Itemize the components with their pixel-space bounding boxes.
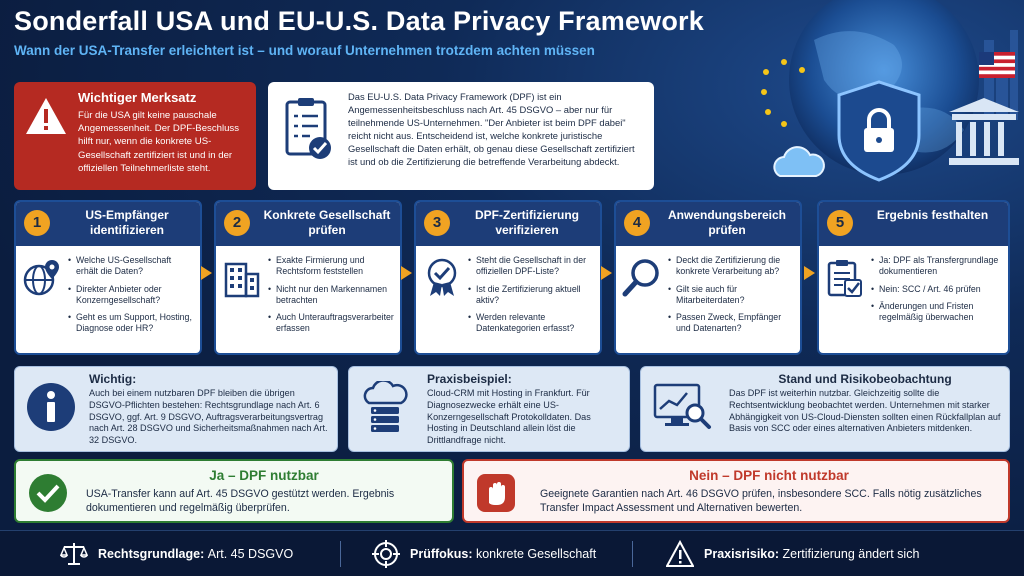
step-bullet: Nicht nur den Markennamen betrachten: [268, 284, 394, 307]
arrow-right-icon: [601, 266, 612, 280]
merksatz-title: Wichtiger Merksatz: [78, 90, 197, 105]
footer-item-prueffokus: Prüffokus: konkrete Gesellschaft: [372, 539, 596, 569]
certificate-badge-icon: [427, 258, 457, 296]
step-bullet: Direkter Anbieter oder Konzerngesellscha…: [68, 284, 194, 307]
magnifier-icon: [622, 259, 659, 297]
step-number: 3: [424, 210, 450, 236]
step-title: Ergebnis festhalten: [876, 208, 989, 222]
step-3-card: 3 DPF-Zertifizierung verifizieren Steht …: [414, 200, 602, 355]
stand-title: Stand und Risikobeobachtung: [778, 372, 952, 386]
arrow-right-icon: [804, 266, 815, 280]
step-1-card: 1 US-Empfänger identifizieren Welche US-…: [14, 200, 202, 355]
step-bullet: Werden relevante Datenkategorien erfasst…: [468, 312, 594, 335]
step-number: 2: [224, 210, 250, 236]
ja-box: Ja – DPF nutzbar USA-Transfer kann auf A…: [14, 459, 454, 523]
footer-separator: [340, 541, 341, 567]
header: Sonderfall USA und EU-U.S. Data Privacy …: [14, 6, 714, 58]
ja-text: USA-Transfer kann auf Art. 45 DSGVO gest…: [86, 488, 395, 515]
page-subtitle: Wann der USA-Transfer erleichtert ist – …: [14, 43, 595, 58]
praxisbeispiel-title: Praxisbeispiel:: [427, 372, 512, 386]
step-title: Anwendungsbereich prüfen: [667, 208, 786, 237]
step-number: 5: [827, 210, 853, 236]
footer-item-praxisrisiko: Praxisrisiko: Zertifizierung ändert sich: [666, 539, 919, 569]
step-4-card: 4 Anwendungsbereich prüfen Deckt die Zer…: [614, 200, 802, 355]
step-bullet: Ist die Zertifizierung aktuell aktiv?: [468, 284, 594, 307]
nein-title: Nein – DPF nicht nutzbar: [689, 468, 849, 483]
scales-icon: [60, 543, 88, 565]
step-number: 1: [24, 210, 50, 236]
step-title: DPF-Zertifizierung verifizieren: [475, 208, 579, 237]
info-icon: [27, 383, 75, 431]
stand-box: Stand und Risikobeobachtung Das DPF ist …: [640, 366, 1010, 452]
crosshair-icon: [372, 540, 400, 568]
wichtig-box: Wichtig: Auch bei einem nutzbaren DPF bl…: [14, 366, 338, 452]
step-bullet: Steht die Gesellschaft in der offizielle…: [468, 255, 594, 278]
cloud-server-icon: [363, 381, 408, 432]
step-2-header: 2 Konkrete Gesellschaft prüfen: [216, 202, 400, 246]
step-bullet: Geht es um Support, Hosting, Diagnose od…: [68, 312, 194, 335]
step-bullet: Gilt sie auch für Mitarbeiterdaten?: [668, 284, 794, 307]
step-5-card: 5 Ergebnis festhalten Ja: DPF als Transf…: [817, 200, 1010, 355]
wichtig-title: Wichtig:: [89, 372, 137, 386]
step-bullet: Änderungen und Fristen regelmäßig überwa…: [871, 301, 1002, 324]
merksatz-text: Für die USA gilt keine pauschale Angemes…: [78, 110, 240, 174]
step-bullet: Ja: DPF als Transfergrundlage dokumentie…: [871, 255, 1002, 278]
footer-label: Praxisrisiko:: [704, 547, 780, 561]
dpf-explanation-box: Das EU-U.S. Data Privacy Framework (DPF)…: [268, 82, 654, 190]
document-check-icon: [285, 98, 331, 159]
stand-text: Das DPF ist weiterhin nutzbar. Gleichzei…: [729, 388, 1001, 434]
arrow-right-icon: [201, 266, 212, 280]
ja-title: Ja – DPF nutzbar: [209, 468, 319, 483]
step-5-header: 5 Ergebnis festhalten: [819, 202, 1008, 246]
step-bullet: Deckt die Zertifizierung die konkrete Ve…: [668, 255, 794, 278]
page-title: Sonderfall USA und EU-U.S. Data Privacy …: [14, 6, 704, 36]
nein-box: Nein – DPF nicht nutzbar Geeignete Garan…: [462, 459, 1010, 523]
wichtig-text: Auch bei einem nutzbaren DPF bleiben die…: [89, 388, 328, 446]
footer-bar: Rechtsgrundlage: Art. 45 DSGVO Prüffokus…: [0, 530, 1024, 576]
stop-hand-icon: [477, 474, 515, 512]
footer-label: Prüffokus:: [410, 547, 473, 561]
step-bullet: Welche US-Gesellschaft erhält die Daten?: [68, 255, 194, 278]
footer-item-rechtsgrundlage: Rechtsgrundlage: Art. 45 DSGVO: [60, 539, 293, 569]
merksatz-box: Wichtiger Merksatz Für die USA gilt kein…: [14, 82, 256, 190]
nein-text: Geeignete Garantien nach Art. 46 DSGVO p…: [540, 488, 982, 515]
arrow-right-icon: [401, 266, 412, 280]
step-bullet: Auch Unterauftragsverarbeiter erfassen: [268, 312, 394, 335]
footer-value: Art. 45 DSGVO: [207, 547, 294, 561]
checklist-icon: [827, 260, 862, 297]
footer-separator: [632, 541, 633, 567]
step-title: Konkrete Gesellschaft prüfen: [263, 208, 391, 237]
praxisbeispiel-box: Praxisbeispiel: Cloud-CRM mit Hosting in…: [348, 366, 630, 452]
step-bullet: Nein: SCC / Art. 46 prüfen: [871, 284, 1002, 296]
monitor-chart-magnifier-icon: [653, 383, 711, 429]
warning-icon: [666, 540, 694, 567]
step-number: 4: [624, 210, 650, 236]
dpf-explanation-text: Das EU-U.S. Data Privacy Framework (DPF)…: [348, 91, 635, 167]
check-circle-icon: [29, 474, 67, 512]
footer-value: konkrete Gesellschaft: [475, 547, 597, 561]
footer-value: Zertifizierung ändert sich: [782, 547, 920, 561]
step-title: US-Empfänger identifizieren: [85, 208, 169, 237]
step-1-header: 1 US-Empfänger identifizieren: [16, 202, 200, 246]
step-4-header: 4 Anwendungsbereich prüfen: [616, 202, 800, 246]
globe-pin-icon: [23, 260, 59, 296]
building-icon: [224, 262, 260, 298]
footer-label: Rechtsgrundlage:: [98, 547, 205, 561]
globe-eu-stars-shield-illustration: [761, 0, 1019, 182]
step-3-header: 3 DPF-Zertifizierung verifizieren: [416, 202, 600, 246]
praxisbeispiel-text: Cloud-CRM mit Hosting in Frankfurt. Für …: [427, 388, 591, 446]
step-bullet: Exakte Firmierung und Rechtsform festste…: [268, 255, 394, 278]
step-bullet: Passen Zweck, Empfänger und Datenarten?: [668, 312, 794, 335]
warning-triangle-icon: [26, 98, 66, 134]
step-2-card: 2 Konkrete Gesellschaft prüfen Exakte Fi…: [214, 200, 402, 355]
